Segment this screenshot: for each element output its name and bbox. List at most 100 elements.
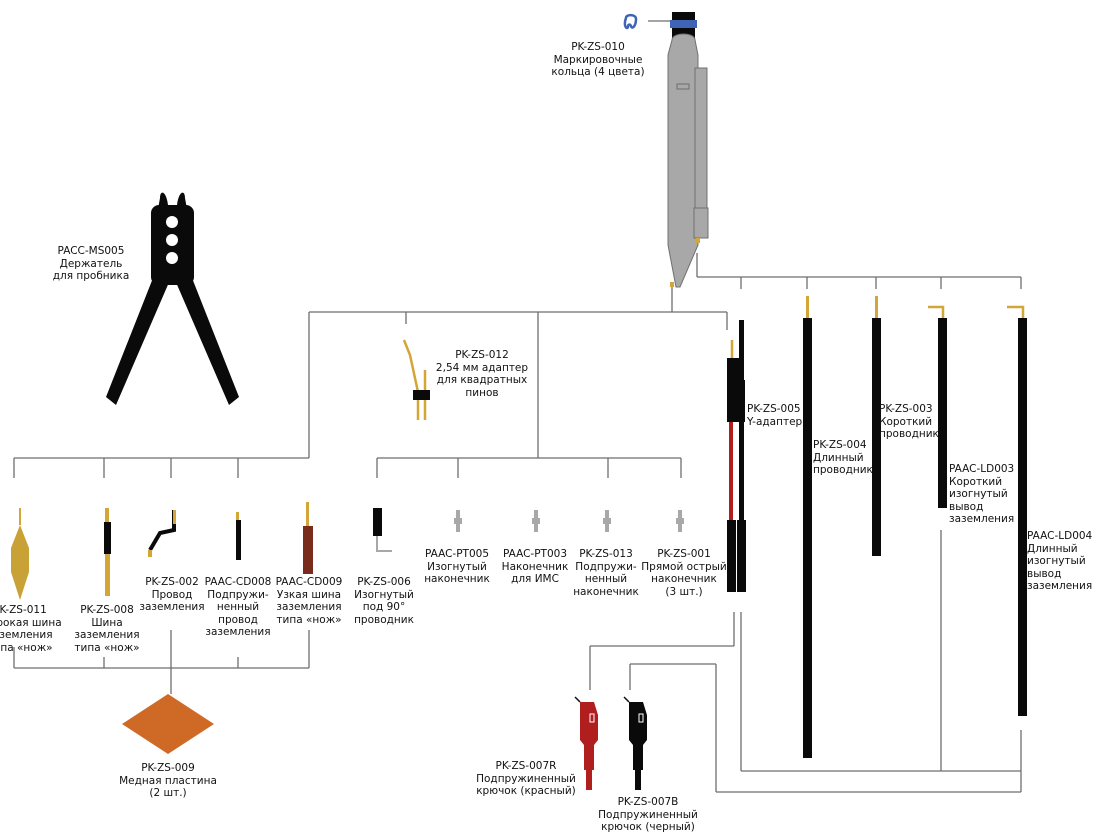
label-paac-pt003: PAAC-PT003 Наконечник для ИМС	[502, 548, 569, 586]
y-adapter-illustration	[727, 320, 746, 592]
label-pacc-ms005: PACC-MS005 Держатель для пробника	[53, 245, 130, 283]
label-code: PK-ZS-006	[357, 576, 411, 588]
label-code: PK-ZS-010	[571, 41, 625, 53]
label-pk-zs-001: PK-ZS-001 Прямой острый наконечник (3 шт…	[641, 548, 726, 598]
ground-wire-illustration	[148, 510, 176, 557]
label-line: наконечник	[651, 573, 717, 585]
long-lead-illustration	[803, 296, 812, 758]
label-code: PAAC-CD008	[204, 576, 272, 588]
label-line: Подпружиненный	[476, 772, 576, 785]
label-line: Короткий	[879, 415, 933, 428]
label-code: PACC-MS005	[57, 245, 125, 257]
copper-pad-illustration	[122, 694, 214, 754]
short-bent-ground-lead-illustration	[928, 305, 947, 508]
label-line: Длинный	[1027, 542, 1078, 555]
label-code: PK-ZS-008	[80, 604, 134, 616]
label-line: ненный	[584, 573, 628, 585]
label-pk-zs-004: PK-ZS-004 Длинный проводник	[813, 439, 873, 477]
label-line: крючок (черный)	[601, 821, 695, 833]
label-code: PK-ZS-002	[145, 576, 199, 588]
label-line: Медная пластина	[119, 774, 217, 787]
label-code: PK-ZS-007B	[617, 796, 679, 808]
label-line: Узкая шина	[276, 588, 342, 601]
label-pk-zs-013: PK-ZS-013 Подпружи- ненный наконечник	[573, 548, 639, 598]
label-line: Подпружиненный	[598, 808, 698, 821]
label-line: Наконечник	[501, 560, 569, 573]
label-code: PK-ZS-001	[657, 548, 711, 560]
label-line: (2 шт.)	[149, 787, 187, 799]
label-line: Маркировочные	[553, 53, 643, 66]
label-line: Подпружи-	[207, 588, 269, 601]
label-line: кольца (4 цвета)	[551, 66, 645, 78]
probe-holder-illustration	[106, 192, 239, 405]
bent-tip-illustration	[454, 510, 462, 532]
label-line: Изогнутый	[427, 560, 487, 573]
label-line: Короткий	[949, 475, 1003, 488]
label-line: типа «нож»	[74, 641, 140, 654]
label-line: наконечник	[573, 585, 639, 598]
label-paac-pt005: PAAC-PT005 Изогнутый наконечник	[424, 548, 490, 586]
label-paac-ld004: PAAC-LD004 Длинный изогнутый вывод зазем…	[1027, 530, 1092, 593]
probe-body-illustration	[667, 12, 709, 288]
connector-lines	[13, 253, 1022, 793]
short-lead-illustration	[872, 296, 881, 556]
label-line: типа «нож»	[0, 641, 53, 654]
label-code: PK-ZS-005	[747, 403, 801, 415]
label-line: для пробника	[52, 270, 130, 282]
label-code: PK-ZS-011	[0, 604, 47, 616]
label-line: заземления	[949, 513, 1015, 525]
label-pk-zs-007r: PK-ZS-007R Подпружиненный крючок (красны…	[476, 760, 576, 798]
label-line: провод	[218, 613, 258, 626]
black-hook-illustration	[623, 696, 647, 790]
label-pk-zs-002: PK-ZS-002 Провод заземления	[139, 576, 204, 614]
label-code: PK-ZS-003	[879, 403, 933, 415]
label-line: (3 шт.)	[665, 585, 703, 598]
wide-blade-ground-illustration	[11, 508, 29, 600]
label-line: Широкая шина	[0, 616, 62, 629]
label-line: типа «нож»	[276, 613, 342, 626]
label-pk-zs-003: PK-ZS-003 Короткий проводник	[879, 403, 939, 441]
label-code: PAAC-LD004	[1027, 530, 1093, 542]
label-code: PAAC-PT005	[424, 548, 490, 560]
label-line: Изогнутый	[354, 588, 414, 601]
label-line: для ИМС	[511, 573, 559, 585]
label-line: изогнутый	[949, 488, 1008, 500]
label-line: Провод	[151, 588, 193, 601]
label-paac-ld003: PAAC-LD003 Короткий изогнутый вывод зазе…	[949, 463, 1014, 526]
label-line: проводник	[354, 613, 414, 626]
label-line: проводник	[879, 428, 939, 440]
label-line: проводник	[813, 464, 873, 476]
label-line: заземления	[74, 629, 140, 641]
narrow-blade-ground-illustration	[303, 502, 313, 574]
label-code: PK-ZS-004	[813, 439, 867, 451]
red-hook-illustration	[574, 696, 598, 790]
label-line: Прямой острый	[641, 560, 727, 573]
label-line: Длинный	[813, 451, 864, 464]
label-pk-zs-012: PK-ZS-012 2,54 мм адаптер для квадратных…	[436, 349, 528, 399]
label-line: заземления	[139, 601, 205, 613]
label-line: под 90°	[362, 601, 406, 613]
label-line: 2,54 мм адаптер	[435, 361, 529, 374]
long-bent-ground-lead-illustration	[1007, 305, 1027, 716]
label-code: PK-ZS-009	[141, 762, 195, 774]
label-line: заземления	[276, 601, 342, 613]
label-line: пинов	[465, 386, 499, 399]
label-line: ненный	[216, 601, 260, 613]
label-pk-zs-007b: PK-ZS-007B Подпружиненный крючок (черный…	[598, 796, 698, 834]
blade-ground-illustration	[104, 508, 111, 596]
label-code: PK-ZS-013	[579, 548, 633, 560]
label-line: заземления	[1027, 580, 1093, 592]
label-pk-zs-006: PK-ZS-006 Изогнутый под 90° проводник	[354, 576, 414, 626]
label-code: PK-ZS-007R	[495, 760, 557, 772]
label-code: PAAC-LD003	[949, 463, 1015, 475]
label-pk-zs-010: PK-ZS-010 Маркировочные кольца (4 цвета)	[551, 41, 644, 79]
label-line: Держатель	[59, 257, 123, 270]
label-line: изогнутый	[1027, 555, 1086, 567]
label-pk-zs-005: PK-ZS-005 Y-адаптер	[747, 403, 802, 428]
ic-tip-illustration	[532, 510, 540, 532]
square-pin-adapter-illustration	[402, 339, 430, 420]
label-code: PK-ZS-012	[455, 349, 509, 361]
bent-90-lead-illustration	[373, 508, 392, 552]
label-line: заземления	[205, 626, 271, 638]
